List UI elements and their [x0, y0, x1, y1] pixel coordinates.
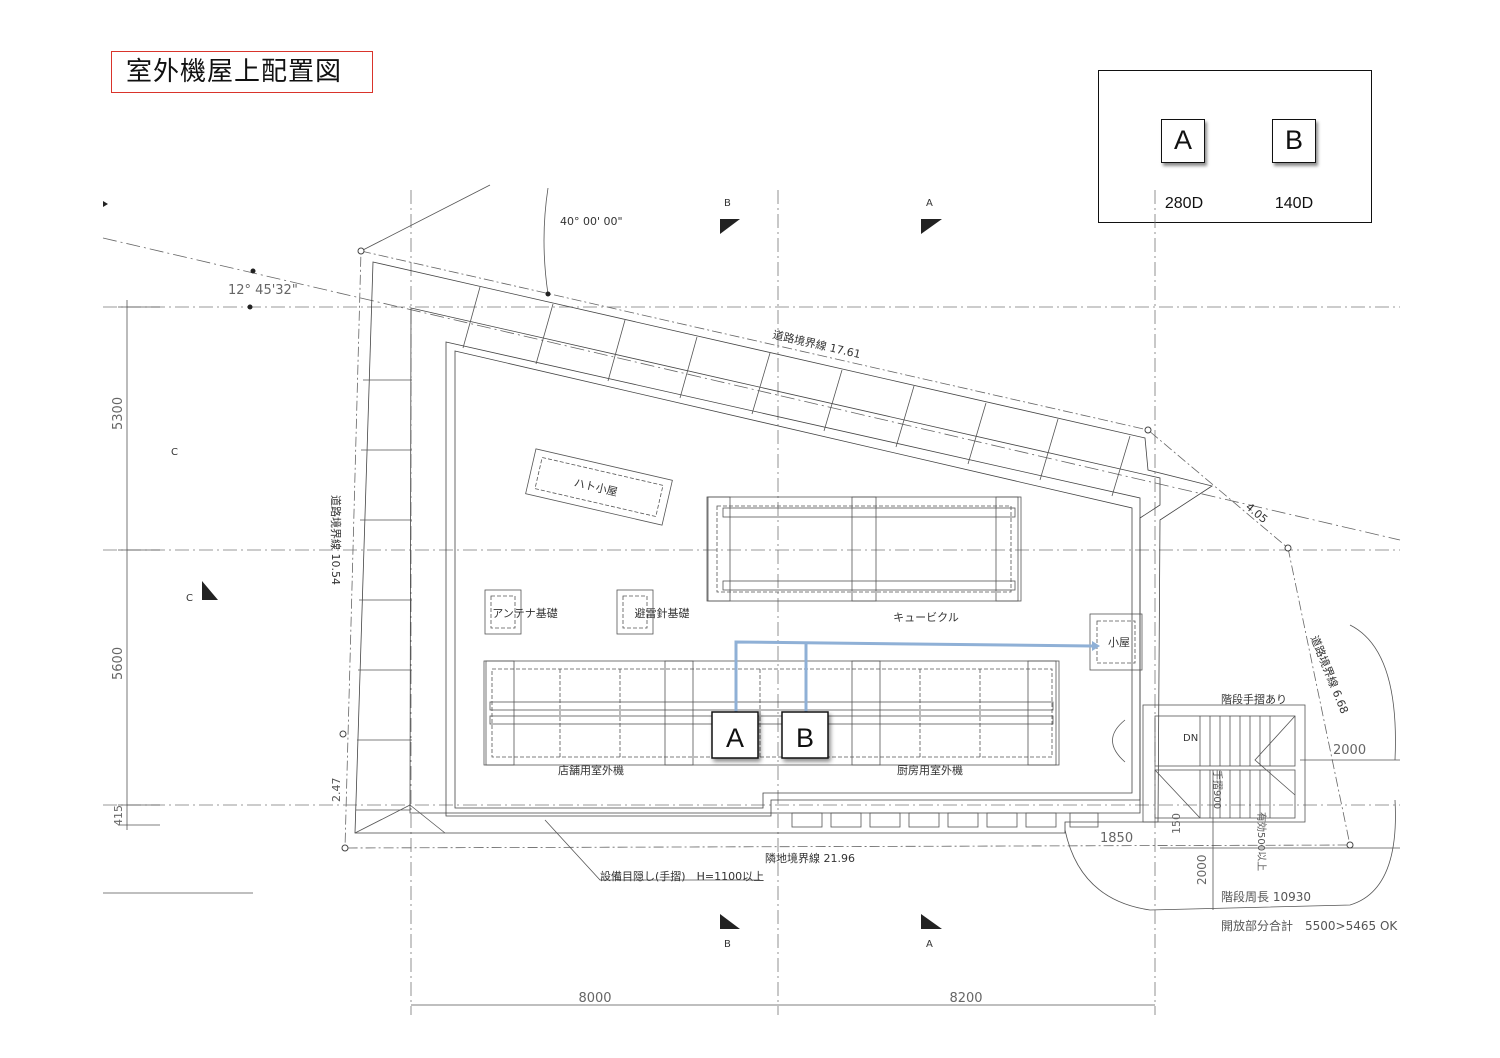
section-c-2: C [186, 593, 193, 604]
boundary-point [1144, 426, 1152, 434]
roof-edge [445, 341, 1141, 817]
effective-500: 有効500以上 [1255, 812, 1268, 871]
dim-2000-b: 2000 [1195, 854, 1209, 885]
legend-capacity-a: 280D [1164, 195, 1204, 212]
dim-1850: 1850 [1100, 831, 1133, 846]
section-flag [921, 219, 942, 234]
lightning-label: 避雷針基礎 [635, 606, 690, 620]
parapet-outer [354, 261, 1213, 834]
dim-8200: 8200 [949, 991, 982, 1006]
boundary-point [339, 730, 347, 738]
dim-8000: 8000 [578, 991, 611, 1006]
north-panels [462, 286, 1131, 497]
stairs-rail-label: 階段手摺あり [1221, 692, 1287, 706]
plan-unit-a-label: A [726, 723, 744, 753]
boundary-point [1284, 544, 1292, 552]
angle-40: 40° 00' 00" [560, 215, 623, 228]
antenna-label: アンテナ基礎 [492, 607, 558, 620]
boundary-point [1346, 841, 1354, 849]
outdoor-unit-frame [483, 660, 1060, 766]
shop-outdoor-label: 店舗用室外機 [558, 763, 624, 777]
roof-edge-inner [454, 350, 1133, 809]
pigeon-house [525, 448, 673, 526]
site-boundary [344, 250, 1351, 849]
legend-capacity-b: 140D [1274, 195, 1314, 212]
section-flag [202, 581, 218, 600]
section-flag [103, 201, 108, 207]
cubicle-label: キュービクル [893, 611, 959, 624]
neighbor-boundary: 隣地境界線 21.96 [765, 851, 855, 865]
section-b-bottom: B [724, 939, 731, 950]
dim-5600: 5600 [111, 647, 126, 680]
section-flag [720, 914, 740, 929]
leader-line [544, 819, 760, 881]
angle-point [247, 304, 253, 310]
angle-line [360, 184, 491, 252]
pigeon-house-label: ハト小屋 [573, 476, 619, 499]
axis-line [102, 237, 1401, 541]
boundary-point [341, 844, 349, 852]
dim-150: 150 [1170, 813, 1183, 834]
antenna-base [484, 589, 522, 635]
section-a-bottom: A [926, 939, 933, 950]
small-hut [1089, 613, 1143, 671]
open-total: 開放部分合計 5500>5465 OK [1221, 918, 1398, 933]
drawing-title: 室外機屋上配置図 [111, 51, 373, 93]
plan-unit-b-label: B [796, 723, 814, 753]
west-panels [354, 379, 446, 834]
road-boundary-west: 道路境界線 10.54 [329, 495, 343, 585]
boundary-point [357, 247, 365, 255]
legend-panel: A B 280D 140D [1098, 70, 1372, 223]
section-a-top: A [926, 198, 933, 209]
plan-unit-b [781, 711, 829, 759]
stair [1064, 624, 1396, 911]
lightning-base [616, 589, 654, 635]
screen-note: 設備目隠し(手摺) H=1100以上 [600, 869, 764, 883]
section-c-1: C [171, 447, 178, 458]
dim-247: 2.47 [330, 778, 343, 803]
legend-unit-b: B [1272, 119, 1316, 163]
dim-415: 415 [112, 805, 125, 826]
dn-label: DN [1183, 733, 1198, 744]
angle-point [545, 291, 551, 297]
south-louvers [791, 812, 1099, 828]
stair-perimeter: 階段周長 10930 [1221, 889, 1311, 904]
kitchen-outdoor-label: 厨房用室外機 [897, 763, 963, 777]
angle-12: 12° 45'32" [228, 283, 298, 298]
plan-unit-a [711, 711, 759, 759]
refrigerant-pipe [734, 640, 1093, 712]
dim-5300: 5300 [111, 397, 126, 430]
section-b-top: B [724, 198, 731, 209]
pipe-arrow [1092, 641, 1100, 651]
small-hut-label: 小屋 [1108, 636, 1130, 649]
section-flag [720, 219, 740, 234]
section-flag [921, 914, 942, 929]
handrail-900: 手摺900 [1211, 770, 1224, 809]
legend-unit-a: A [1161, 119, 1205, 163]
dim-405: 4.05 [1243, 500, 1270, 526]
dim-2000-a: 2000 [1333, 743, 1366, 758]
angle-point [250, 268, 256, 274]
angle-arc [543, 187, 549, 295]
cubicle [706, 496, 1022, 602]
